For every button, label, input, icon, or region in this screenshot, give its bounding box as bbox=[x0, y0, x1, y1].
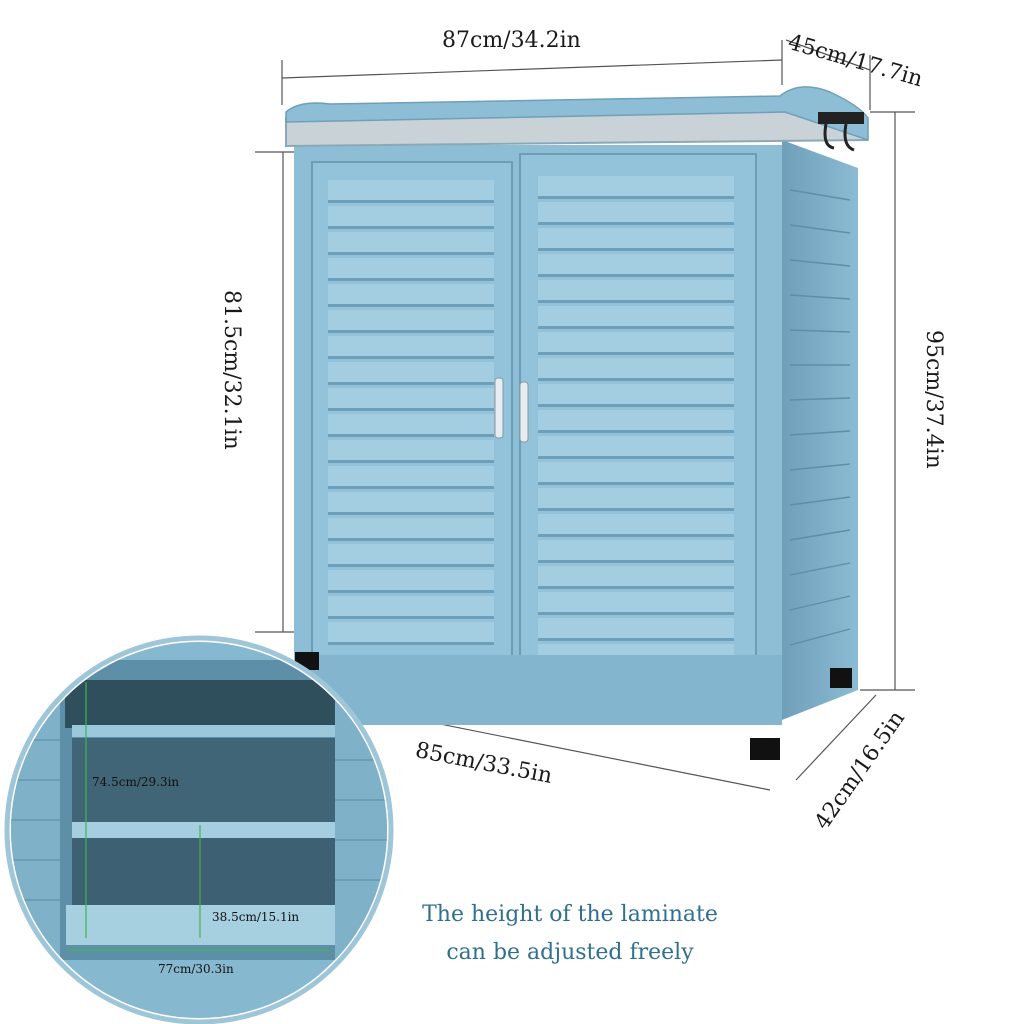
louver-shadow bbox=[328, 460, 494, 463]
top-width-label: 87cm/34.2in bbox=[442, 28, 581, 53]
louver-slat bbox=[538, 176, 734, 196]
inset-border bbox=[4, 635, 394, 1024]
louver-slat bbox=[328, 466, 494, 486]
louver-slat bbox=[328, 570, 494, 590]
louver-slat bbox=[328, 180, 494, 200]
side-slats bbox=[789, 189, 851, 646]
louver-shadow bbox=[328, 278, 494, 281]
louver-shadow bbox=[328, 252, 494, 255]
louver-shadow bbox=[538, 586, 734, 589]
louver-shadow bbox=[538, 560, 734, 563]
louver-shadow bbox=[538, 326, 734, 329]
louver-slat bbox=[538, 254, 734, 274]
louver-slat bbox=[328, 284, 494, 304]
louver-shadow bbox=[538, 534, 734, 537]
louver-slat bbox=[328, 544, 494, 564]
louver-shadow bbox=[328, 434, 494, 437]
cabinet-base bbox=[296, 655, 782, 725]
louver-slat bbox=[328, 518, 494, 538]
left-door-louvers bbox=[328, 180, 494, 645]
shelf-height-label: 38.5cm/15.1in bbox=[212, 910, 300, 924]
louver-slat bbox=[328, 258, 494, 278]
cabinet-side bbox=[782, 140, 858, 720]
louver-slat bbox=[538, 436, 734, 456]
louver-slat bbox=[538, 566, 734, 586]
louver-shadow bbox=[538, 508, 734, 511]
louver-shadow bbox=[538, 222, 734, 225]
louver-slat bbox=[538, 332, 734, 352]
louver-slat bbox=[538, 306, 734, 326]
louver-shadow bbox=[328, 642, 494, 645]
louver-shadow bbox=[328, 486, 494, 489]
louver-slat bbox=[538, 618, 734, 638]
inset-interior bbox=[11, 642, 387, 1018]
louver-shadow bbox=[328, 408, 494, 411]
louver-slat bbox=[328, 492, 494, 512]
louver-shadow bbox=[328, 538, 494, 541]
louver-slat bbox=[538, 514, 734, 534]
caption-line-2: can be adjusted freely bbox=[446, 940, 694, 965]
louver-shadow bbox=[328, 304, 494, 307]
foot-front-right bbox=[750, 738, 780, 760]
louver-shadow bbox=[328, 382, 494, 385]
louver-slat bbox=[328, 310, 494, 330]
louver-shadow bbox=[328, 512, 494, 515]
louver-slat bbox=[538, 462, 734, 482]
louver-slat bbox=[538, 228, 734, 248]
louver-shadow bbox=[538, 430, 734, 433]
louver-slat bbox=[328, 440, 494, 460]
louver-slat bbox=[538, 358, 734, 378]
louver-shadow bbox=[538, 378, 734, 381]
louver-slat bbox=[328, 336, 494, 356]
total-height-label: 95cm/37.4in bbox=[921, 330, 946, 469]
foot-back-right bbox=[830, 668, 852, 688]
louver-shadow bbox=[538, 300, 734, 303]
louver-shadow bbox=[538, 196, 734, 199]
louver-shadow bbox=[328, 590, 494, 593]
louver-slat bbox=[328, 232, 494, 252]
louver-slat bbox=[538, 280, 734, 300]
louver-slat bbox=[328, 362, 494, 382]
right-handle bbox=[519, 381, 529, 443]
louver-slat bbox=[538, 540, 734, 560]
louver-shadow bbox=[328, 616, 494, 619]
door-height-label: 81.5cm/32.1in bbox=[219, 290, 244, 450]
louver-shadow bbox=[328, 200, 494, 203]
backsplash bbox=[285, 86, 869, 142]
louver-shadow bbox=[538, 456, 734, 459]
louver-slat bbox=[538, 384, 734, 404]
louver-slat bbox=[328, 622, 494, 642]
right-door-louvers bbox=[538, 176, 734, 693]
louver-slat bbox=[538, 592, 734, 612]
louver-slat bbox=[328, 388, 494, 408]
hook-rail bbox=[818, 112, 864, 152]
louver-shadow bbox=[538, 638, 734, 641]
louver-shadow bbox=[328, 226, 494, 229]
inner-width-label: 77cm/30.3in bbox=[158, 962, 234, 976]
inner-height-label: 74.5cm/29.3in bbox=[92, 775, 180, 789]
louver-shadow bbox=[538, 482, 734, 485]
louver-slat bbox=[538, 488, 734, 508]
caption-line-1: The height of the laminate bbox=[422, 902, 718, 927]
louver-slat bbox=[538, 202, 734, 222]
louver-slat bbox=[328, 414, 494, 434]
louver-shadow bbox=[538, 404, 734, 407]
louver-shadow bbox=[328, 564, 494, 567]
louver-slat bbox=[538, 410, 734, 430]
louver-shadow bbox=[328, 330, 494, 333]
caption: The height of the laminate can be adjust… bbox=[380, 896, 760, 972]
louver-shadow bbox=[538, 612, 734, 615]
louver-slat bbox=[328, 596, 494, 616]
louver-shadow bbox=[538, 274, 734, 277]
louver-slat bbox=[328, 206, 494, 226]
left-handle bbox=[494, 377, 504, 439]
louver-shadow bbox=[538, 352, 734, 355]
louver-shadow bbox=[538, 248, 734, 251]
louver-shadow bbox=[328, 356, 494, 359]
